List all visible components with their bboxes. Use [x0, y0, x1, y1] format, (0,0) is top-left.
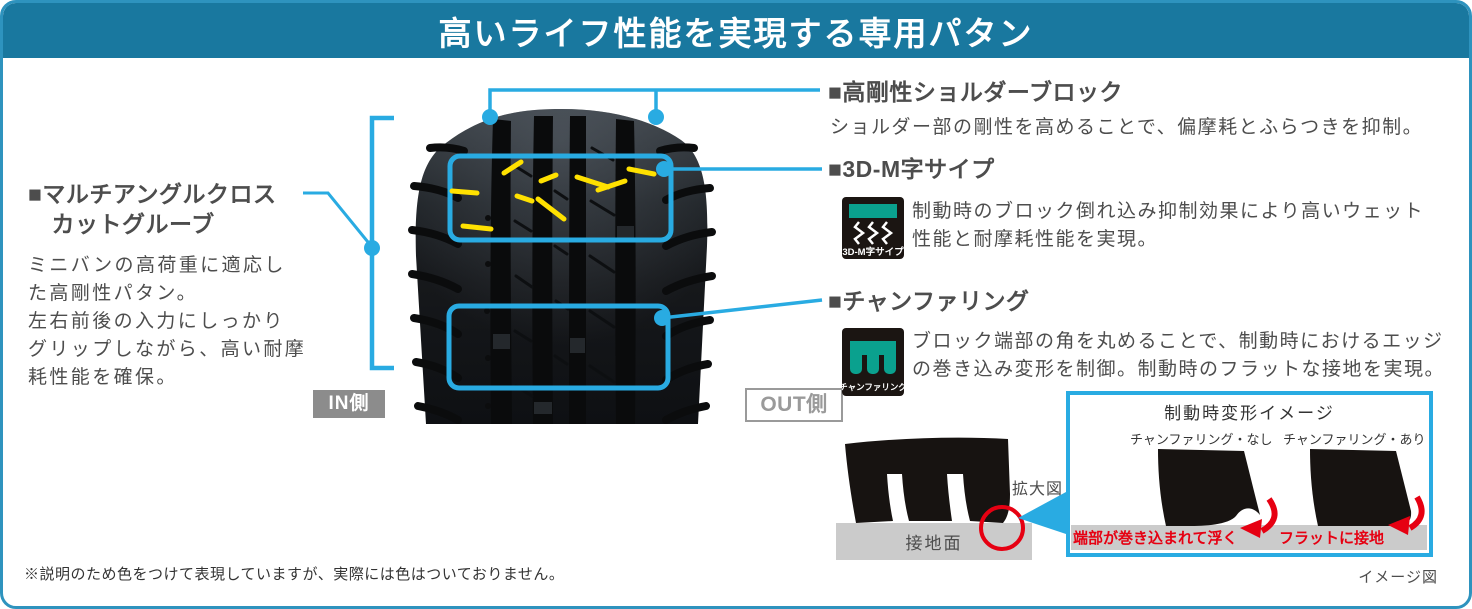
- deformation-title: 制動時変形イメージ: [1164, 404, 1335, 423]
- deformation-box: 制動時変形イメージ チャンファリング・なし チャンファリング・あり 端部が巻き込…: [1066, 391, 1433, 557]
- tire-tread-image: [408, 109, 716, 424]
- tread-block-diagram: [845, 437, 1010, 523]
- feature-chamfering-body: ブロック端部の角を丸めることで、制動時におけるエッジ の巻き込み変形を制御。制動…: [912, 331, 1446, 380]
- caption-with-chamfering: フラットに接地: [1279, 530, 1385, 547]
- label-without-chamfering: チャンファリング・なし: [1130, 432, 1273, 447]
- red-arrow-without: [1240, 497, 1278, 538]
- color-footnote: ※説明のため色をつけて表現していますが、実際には色はついておりません。: [24, 566, 565, 583]
- page-title: 高いライフ性能を実現する専用パタン: [438, 14, 1034, 52]
- zoom-label: 拡大図: [1012, 481, 1064, 498]
- header-banner: 高いライフ性能を実現する専用パタン: [3, 3, 1469, 58]
- left-bracket: [369, 115, 394, 371]
- red-arrow-with: [1388, 495, 1425, 535]
- image-note: イメージ図: [1358, 569, 1438, 586]
- out-side-label: OUT側: [745, 388, 843, 422]
- multiangle-leader-line: [303, 191, 374, 248]
- feature-sipe-body: 制動時のブロック倒れ込み抑制効果により高いウェット 性能と耐摩耗性能を実現。: [912, 201, 1425, 250]
- feature-sipe-title: ■3D-M字サイプ: [828, 156, 995, 182]
- label-with-chamfering: チャンファリング・あり: [1283, 432, 1426, 447]
- ground-label: 接地面: [905, 534, 963, 553]
- deformation-diagram: [1071, 449, 1427, 550]
- feature-chamfering-title: ■チャンファリング: [828, 288, 1030, 314]
- feature-shoulder-body: ショルダー部の剛性を高めることで、偏摩耗とふらつきを抑制。: [830, 117, 1424, 138]
- ground-strip: 接地面: [836, 523, 1032, 560]
- tire-shoulder-grooves: [408, 143, 716, 424]
- sipe-icon-label: 3D-M字サイプ: [842, 246, 904, 258]
- feature-shoulder-title: ■高剛性ショルダーブロック: [828, 79, 1124, 105]
- block-with-chamfering: [1310, 449, 1412, 526]
- chamfering-icon-label: チャンファリング: [842, 382, 904, 392]
- chamfering-icon: チャンファリング: [842, 328, 904, 396]
- caption-without-chamfering: 端部が巻き込まれて浮く: [1073, 530, 1238, 547]
- in-side-label: IN側: [313, 390, 385, 418]
- feature-multiangle-title: ■マルチアングルクロス カットグルーブ: [28, 181, 277, 237]
- magnifier-circle: [979, 505, 1025, 551]
- block-without-chamfering: [1158, 449, 1260, 526]
- sipe-icon: 3D-M字サイプ: [842, 197, 904, 259]
- feature-multiangle-body: ミニバンの高荷重に適応し た高剛性パタン。 左右前後の入力にしっかり グリップし…: [28, 255, 307, 389]
